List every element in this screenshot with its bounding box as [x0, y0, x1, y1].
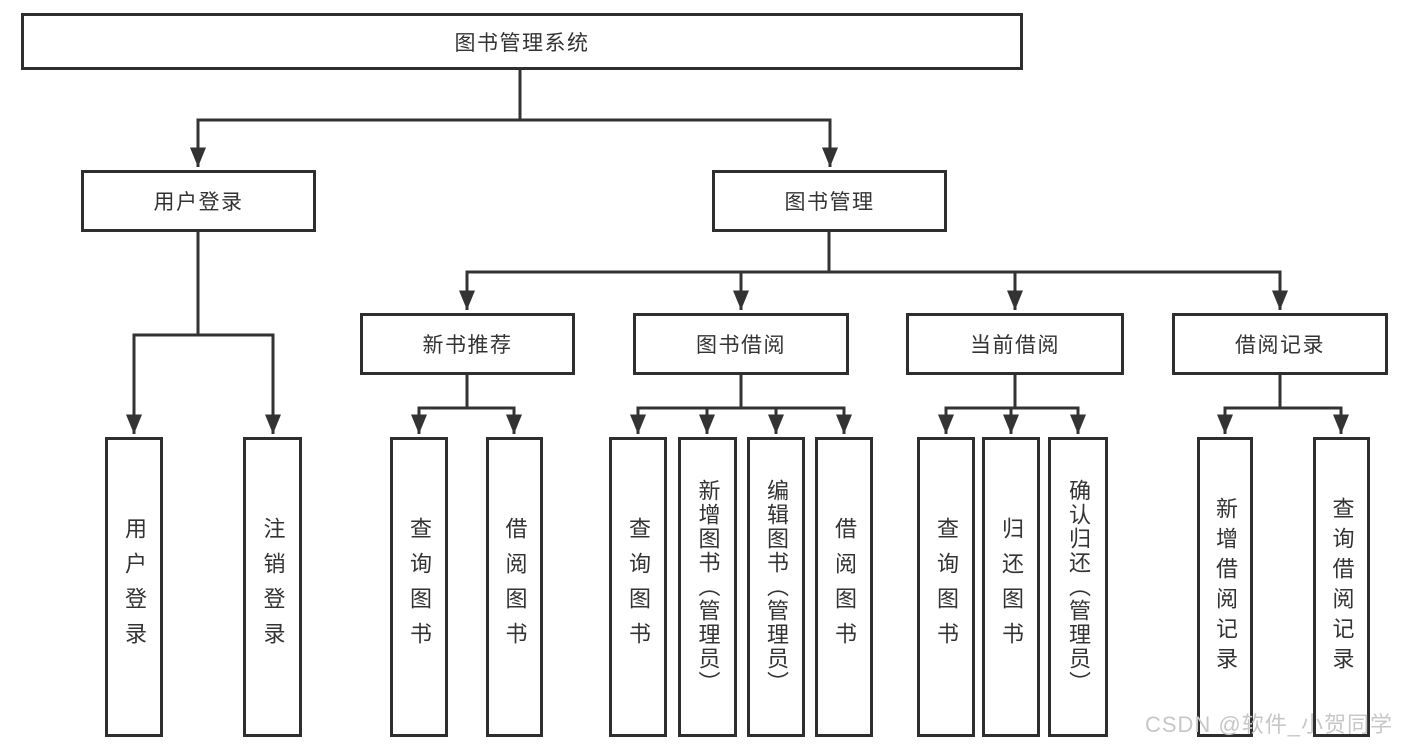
leaf-br-add-record: 新增借阅记录	[1197, 437, 1253, 737]
leaf-nb-borrow-books: 借阅图书	[486, 437, 543, 737]
leaf-user-login: 用户登录	[105, 437, 163, 737]
leaf-cb-query-books: 查询图书	[917, 437, 975, 737]
leaf-br-query-record: 查询借阅记录	[1313, 437, 1370, 737]
node-book-borrow: 图书借阅	[633, 313, 849, 375]
node-book-management: 图书管理	[712, 170, 947, 232]
node-user-login: 用户登录	[81, 170, 316, 232]
leaf-bb-add-book-admin: 新增图书（管理员）	[678, 437, 737, 737]
csdn-watermark: CSDN @软件_小贺同学	[1144, 712, 1393, 737]
node-root: 图书管理系统	[21, 13, 1023, 70]
leaf-bb-borrow-books: 借阅图书	[815, 437, 873, 737]
leaf-bb-edit-book-admin: 编辑图书（管理员）	[747, 437, 805, 737]
leaf-nb-query-books: 查询图书	[390, 437, 448, 737]
node-current-borrow: 当前借阅	[906, 313, 1124, 375]
leaf-logout-login: 注销登录	[243, 437, 302, 737]
leaf-cb-confirm-return-admin: 确认归还（管理员）	[1048, 437, 1108, 737]
leaf-cb-return-books: 归还图书	[982, 437, 1040, 737]
node-new-book-recommend: 新书推荐	[360, 313, 575, 375]
leaf-bb-query-books: 查询图书	[609, 437, 667, 737]
node-borrow-records: 借阅记录	[1172, 313, 1388, 375]
